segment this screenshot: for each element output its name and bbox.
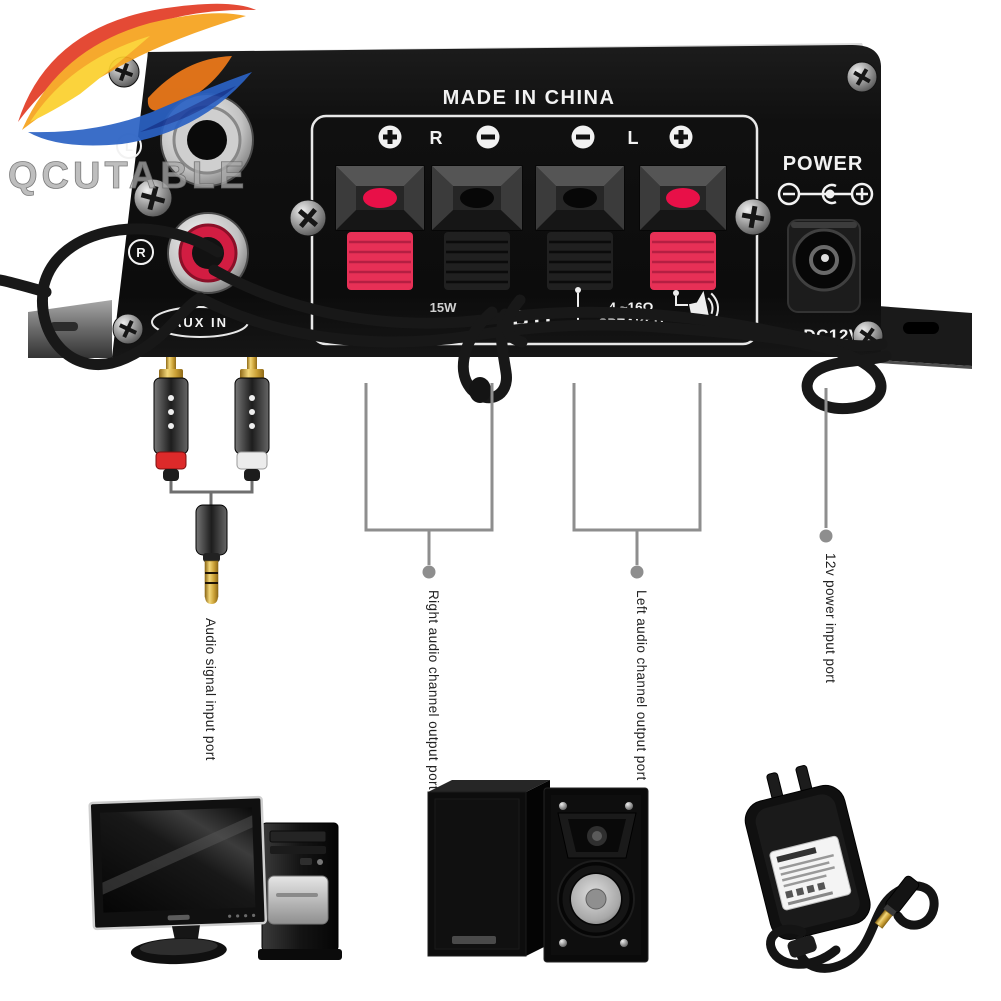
mounting-flange-right [878, 306, 972, 366]
power-button [317, 859, 323, 865]
power-input-label: 12v power input port [823, 553, 838, 683]
audio-cable [0, 223, 892, 415]
phillips-screw-icon [846, 61, 878, 93]
minus-terminal-icon [571, 125, 595, 149]
right-jack-label: R [136, 245, 146, 260]
audio-input-label: Audio signal input port [203, 618, 218, 761]
brand-swirl-icon [18, 3, 256, 146]
aux-in-label: AUX IN [172, 315, 228, 330]
plus-terminal-icon [378, 125, 402, 149]
callouts: Right audio channel output port Left aud… [203, 383, 838, 790]
leader-dot [422, 565, 436, 579]
brand-text: QCUTABLE [8, 155, 248, 197]
adapter-label [769, 835, 852, 911]
computer-monitor [88, 795, 268, 965]
amplifier-rear-panel: MADE IN CHINA R L [0, 43, 972, 415]
left-jack-label: L [125, 139, 133, 154]
phillips-screw-icon [112, 313, 144, 345]
callout-right-output: Right audio channel output port [364, 383, 494, 790]
rca-plug-red [153, 357, 189, 481]
flange-slot-left [50, 322, 78, 331]
watts-label: 15W [430, 300, 457, 315]
power-label: POWER [783, 153, 864, 175]
terminal-r-label: R [430, 128, 443, 148]
panel-screws [108, 56, 884, 352]
watermark-logo: QCUTABLE [8, 3, 256, 197]
callout-bracket [364, 383, 494, 565]
computer-tower [258, 822, 342, 960]
spring-clip-terminal-left-minus [535, 165, 625, 290]
trs-plug [195, 504, 228, 604]
left-output-label: Left audio channel output port [634, 590, 649, 781]
leader-dot [819, 529, 833, 543]
speaker-screws [558, 801, 634, 948]
phillips-screw-icon [734, 198, 772, 236]
barrel-plug [874, 875, 920, 929]
spring-clip-terminal-right-minus [431, 165, 523, 290]
speaker-brand-plate [452, 936, 496, 944]
rca-plug-white [234, 357, 270, 481]
leader-dot [630, 565, 644, 579]
adapter-split-lines [169, 481, 254, 506]
spring-clip-terminal-left-plus [639, 165, 727, 290]
tweeter [557, 812, 637, 859]
flange-slot-right [903, 322, 939, 334]
callout-audio-input: Audio signal input port [203, 618, 218, 761]
cable-tie [787, 935, 817, 958]
dc-jack [787, 219, 861, 313]
woofer [557, 860, 635, 938]
right-output-label: Right audio channel output port [426, 590, 441, 790]
spring-clip-terminal-right-plus [335, 165, 425, 290]
terminal-l-label: L [628, 128, 639, 148]
callout-bracket [572, 383, 702, 565]
plus-terminal-icon [669, 125, 693, 149]
minus-terminal-icon [476, 125, 500, 149]
monitor-screen [99, 807, 256, 913]
bookshelf-speakers [427, 780, 649, 963]
desktop-computer [88, 795, 342, 965]
made-in-china-text: MADE IN CHINA [443, 87, 616, 109]
flange-edge-highlight [878, 360, 972, 369]
callout-left-output: Left audio channel output port [572, 383, 702, 781]
phillips-screw-icon [289, 199, 327, 237]
speaker-right-front [543, 787, 649, 963]
polarity-icon [777, 182, 874, 206]
terminal-symbol-row: R L [378, 125, 693, 149]
speaker-left-grille [427, 780, 550, 957]
speaker-terminals [335, 165, 727, 290]
rca-adapter [153, 357, 270, 604]
callout-power-input: 12v power input port [819, 388, 838, 683]
phillips-screw-icon [133, 178, 173, 218]
power-adapter [744, 765, 939, 973]
